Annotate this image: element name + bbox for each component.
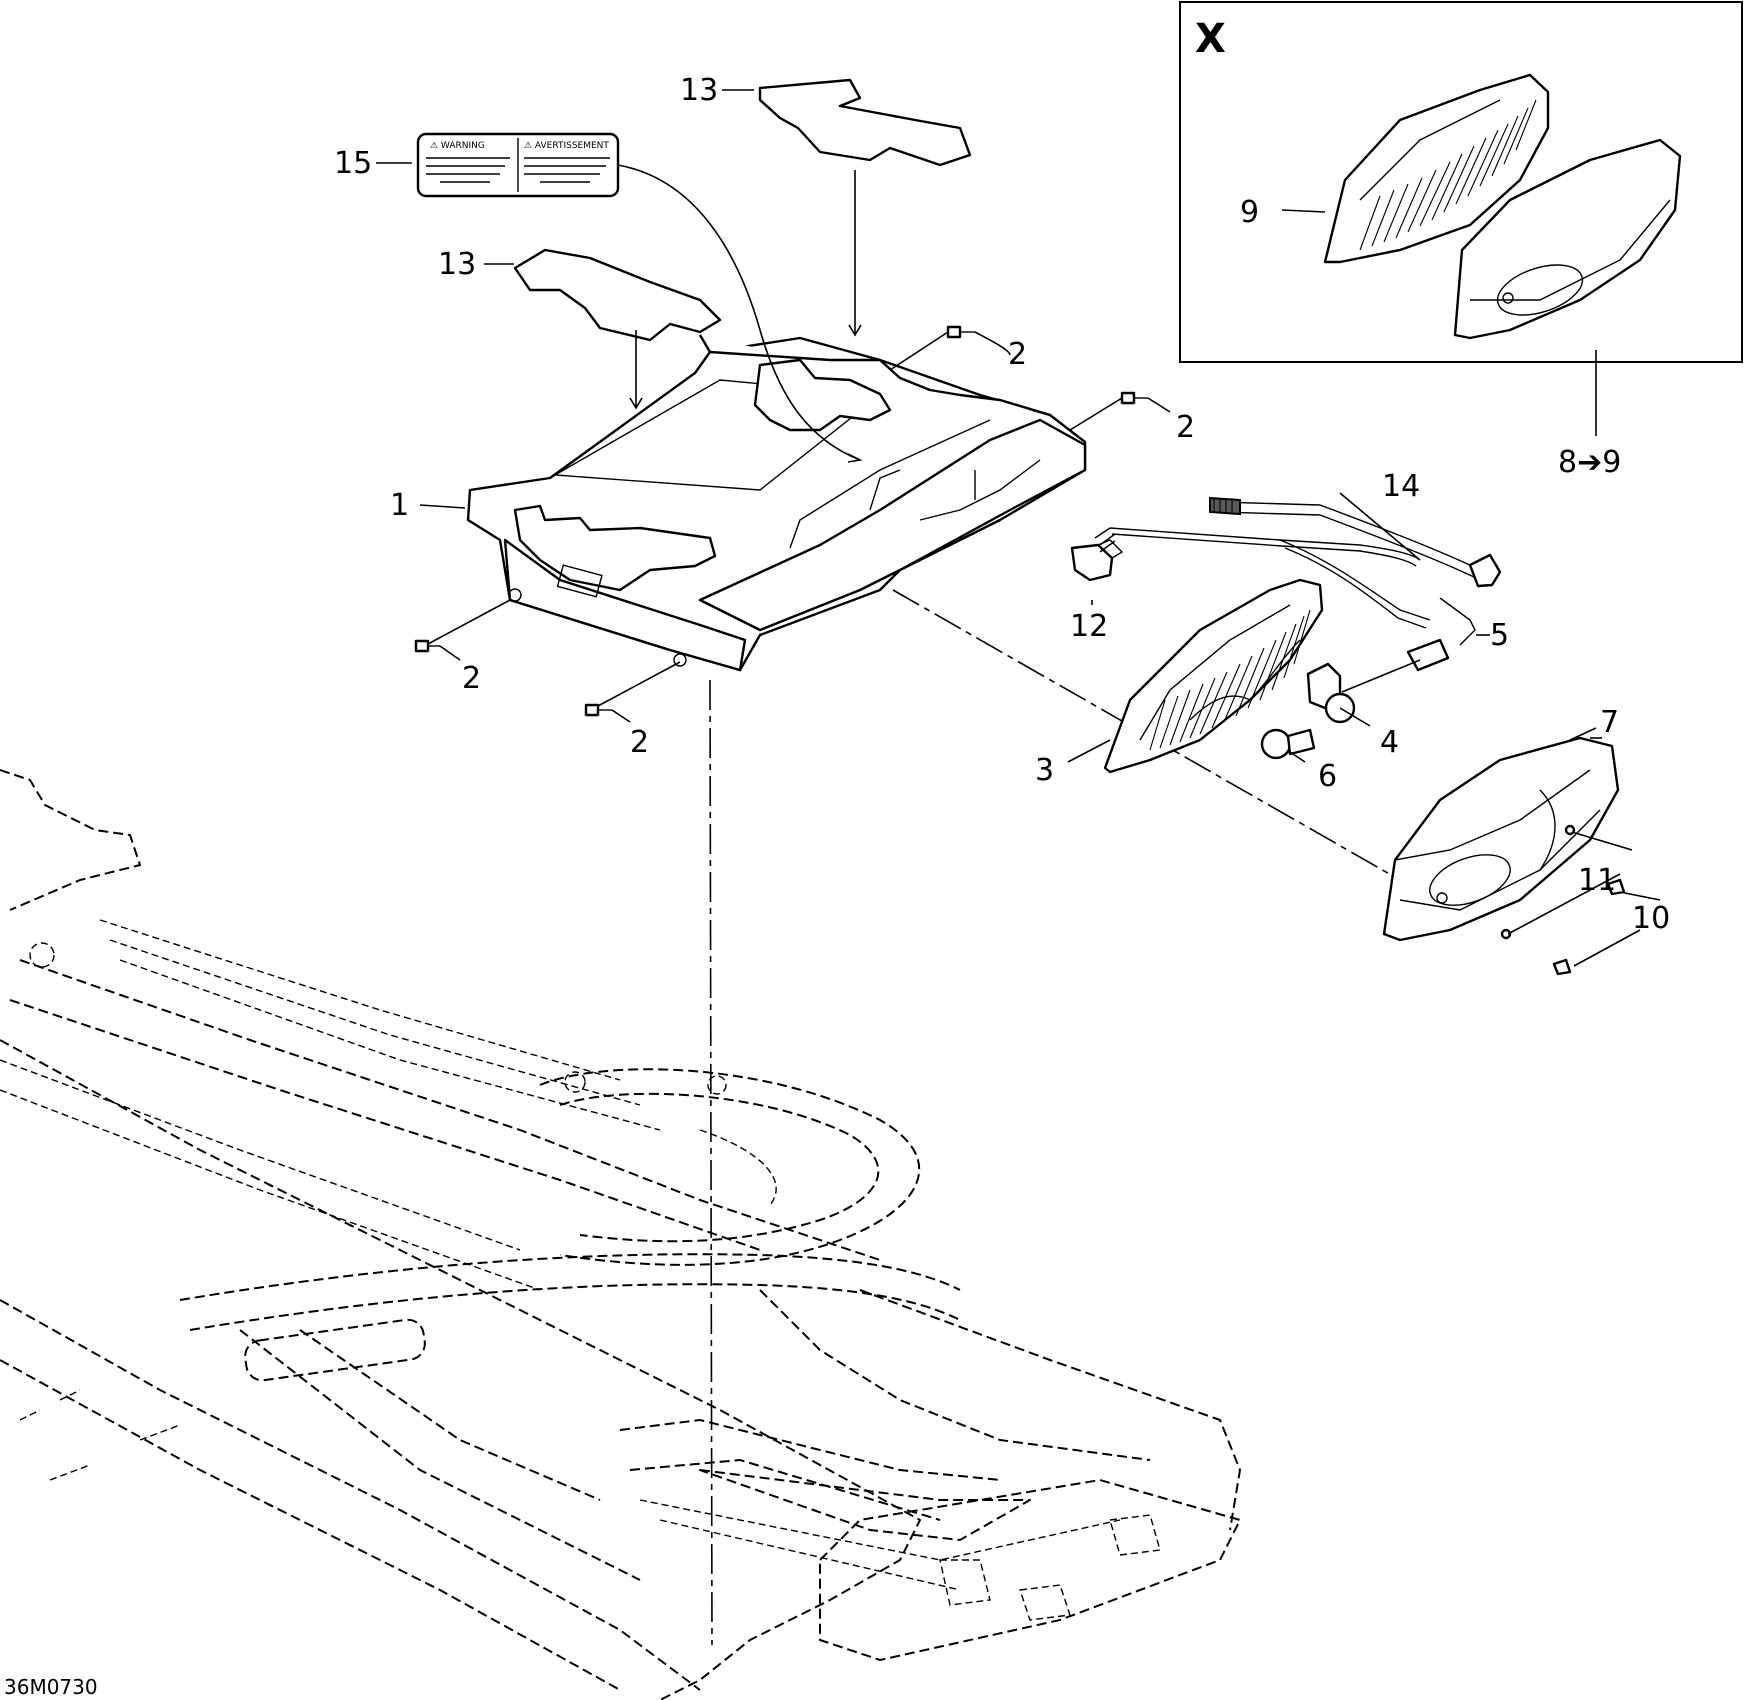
part-15-warning-decal: ⚠ WARNING ⚠ AVERTISSEMENT (416, 132, 620, 198)
part-4-bulb-socket (1306, 662, 1356, 724)
decal-left-heading: ⚠ WARNING (430, 141, 485, 151)
part-2-screw-b (1120, 391, 1148, 405)
callout-13-lower: 13 (438, 247, 476, 282)
callout-2-top: 2 (1008, 337, 1027, 372)
inset-callout-9: 9 (1240, 195, 1259, 230)
callout-5: 5 (1490, 618, 1509, 653)
inset-part-8-lens (1453, 138, 1682, 340)
part-10-screw-b (1552, 958, 1572, 976)
callout-3: 3 (1035, 753, 1054, 788)
part-1-rear-rack (466, 334, 1087, 672)
callout-2-left: 2 (462, 661, 481, 696)
callout-2-right: 2 (1176, 410, 1195, 445)
inset-x-panel: X 9 (1179, 1, 1743, 363)
chassis-outline (0, 769, 1241, 1700)
part-7-lens (1382, 736, 1620, 942)
callout-12: 12 (1070, 609, 1108, 644)
leader-lines (376, 89, 1661, 967)
part-2-screw-a (946, 325, 975, 339)
part-12-connector (1070, 539, 1124, 582)
callout-10: 10 (1632, 901, 1670, 936)
callout-11: 11 (1578, 863, 1616, 898)
inset-letter-x: X (1195, 16, 1226, 62)
callout-6: 6 (1318, 759, 1337, 794)
part-2-screw-d (584, 703, 612, 717)
callout-2-bottom: 2 (630, 725, 649, 760)
part-11-washer-b (1500, 928, 1512, 940)
part-2-screw-c (414, 639, 440, 653)
decal-right-heading: ⚠ AVERTISSEMENT (524, 141, 609, 151)
callout-numbers: 13 13 15 1 2 2 2 2 14 12 5 4 6 3 7 11 10 (334, 73, 1670, 936)
callout-15: 15 (334, 146, 372, 181)
assembly-axis-line (709, 679, 713, 1646)
figure-id: 36M0730 (4, 1675, 98, 1699)
callout-1: 1 (390, 488, 409, 523)
callout-7: 7 (1600, 705, 1619, 740)
callout-4: 4 (1380, 725, 1399, 760)
inset-part-9-housing (1323, 73, 1550, 264)
part-13-pad-lower (513, 248, 722, 342)
part-6-bulb (1260, 728, 1316, 760)
callout-13-upper: 13 (680, 73, 718, 108)
callout-14: 14 (1382, 469, 1420, 504)
part-14-wiring-harness (1094, 496, 1502, 672)
part-13-pad-upper (758, 78, 972, 167)
inset-range-label: 8➔9 (1558, 445, 1621, 480)
part-3-light-housing (1103, 578, 1324, 774)
